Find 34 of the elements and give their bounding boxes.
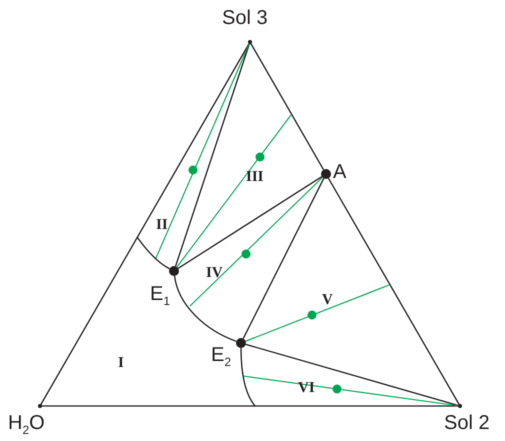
region-number: IV xyxy=(206,266,223,281)
region-number: V xyxy=(322,293,333,308)
phase-line xyxy=(40,405,460,407)
region-number: III xyxy=(246,170,264,185)
phase-line xyxy=(246,344,460,407)
phase-line xyxy=(174,42,251,266)
tie-line xyxy=(176,114,292,268)
tie-line xyxy=(242,375,460,407)
tie-line xyxy=(190,177,323,306)
phase-line xyxy=(178,176,322,269)
point-label: A xyxy=(333,162,346,182)
region-number: II xyxy=(156,218,168,233)
phase-line xyxy=(242,178,324,339)
vertex-label: H$_{2}$O xyxy=(8,413,45,436)
region-number: I xyxy=(118,356,124,371)
tie-line xyxy=(245,284,390,342)
phase-line xyxy=(249,42,324,170)
vertex-point xyxy=(458,404,462,408)
point-label: E$_{1}$ xyxy=(150,284,170,307)
boundary-curve xyxy=(240,348,256,406)
phase-line xyxy=(39,42,251,406)
point-dot xyxy=(169,266,179,276)
boundary-curve xyxy=(174,276,237,342)
phase-line xyxy=(328,178,461,406)
point-label: E$_{2}$ xyxy=(211,345,232,368)
point-dot xyxy=(321,169,331,179)
vertex-label: Sol 2 xyxy=(444,413,490,433)
tie-line xyxy=(156,42,250,258)
point-dot xyxy=(236,338,246,348)
vertex-point xyxy=(38,404,42,408)
vertex-label: Sol 3 xyxy=(222,8,268,28)
boundary-curve xyxy=(136,236,170,270)
region-number: VI xyxy=(298,381,315,396)
vertex-point xyxy=(248,40,252,44)
